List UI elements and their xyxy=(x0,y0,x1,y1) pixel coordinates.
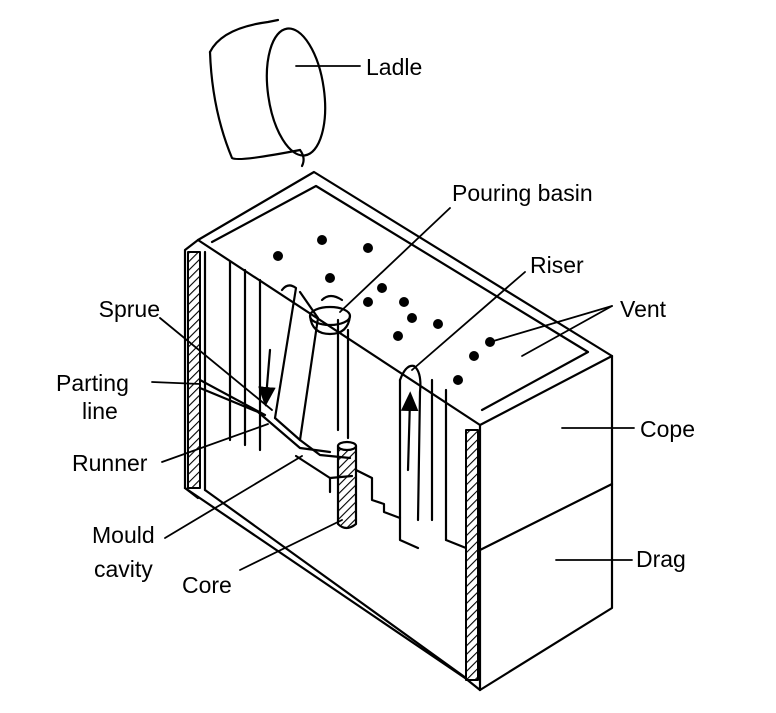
leader-core xyxy=(239,519,343,571)
label-cope: Cope xyxy=(640,416,695,442)
flow-arrow-down xyxy=(258,348,276,407)
vent-dots xyxy=(273,235,495,385)
ladle-icon xyxy=(208,18,327,168)
label-core: Core xyxy=(182,572,232,598)
label-parting-line-2: line xyxy=(82,398,118,424)
label-riser: Riser xyxy=(530,252,584,278)
leader-pouring-basin xyxy=(339,207,451,313)
label-mould-cavity-1: Mould xyxy=(92,522,155,548)
leader-mould-cavity xyxy=(164,455,303,539)
sprue xyxy=(273,284,320,442)
label-pouring-basin: Pouring basin xyxy=(452,180,593,206)
leader-vent-1 xyxy=(489,305,613,343)
riser xyxy=(398,364,422,522)
leader-riser xyxy=(411,271,526,371)
core xyxy=(336,440,358,530)
label-vent: Vent xyxy=(620,296,667,322)
leader-parting-line xyxy=(151,381,201,385)
flow-arrow-up xyxy=(400,391,419,472)
cut-face-lines xyxy=(203,250,468,680)
mould-cavity xyxy=(328,468,420,550)
label-runner: Runner xyxy=(72,450,148,476)
left-wall-hatch xyxy=(187,251,201,489)
leader-lines xyxy=(151,65,635,571)
right-wall-hatch xyxy=(465,429,479,681)
leader-sprue xyxy=(159,317,273,411)
pouring-basin xyxy=(308,294,352,336)
label-mould-cavity-2: cavity xyxy=(94,556,153,582)
leader-runner xyxy=(161,423,269,463)
label-parting-line-1: Parting xyxy=(56,370,129,396)
leader-vent-2 xyxy=(521,305,613,357)
label-ladle: Ladle xyxy=(366,54,423,80)
label-sprue: Sprue xyxy=(98,296,160,322)
label-drag: Drag xyxy=(636,546,686,572)
